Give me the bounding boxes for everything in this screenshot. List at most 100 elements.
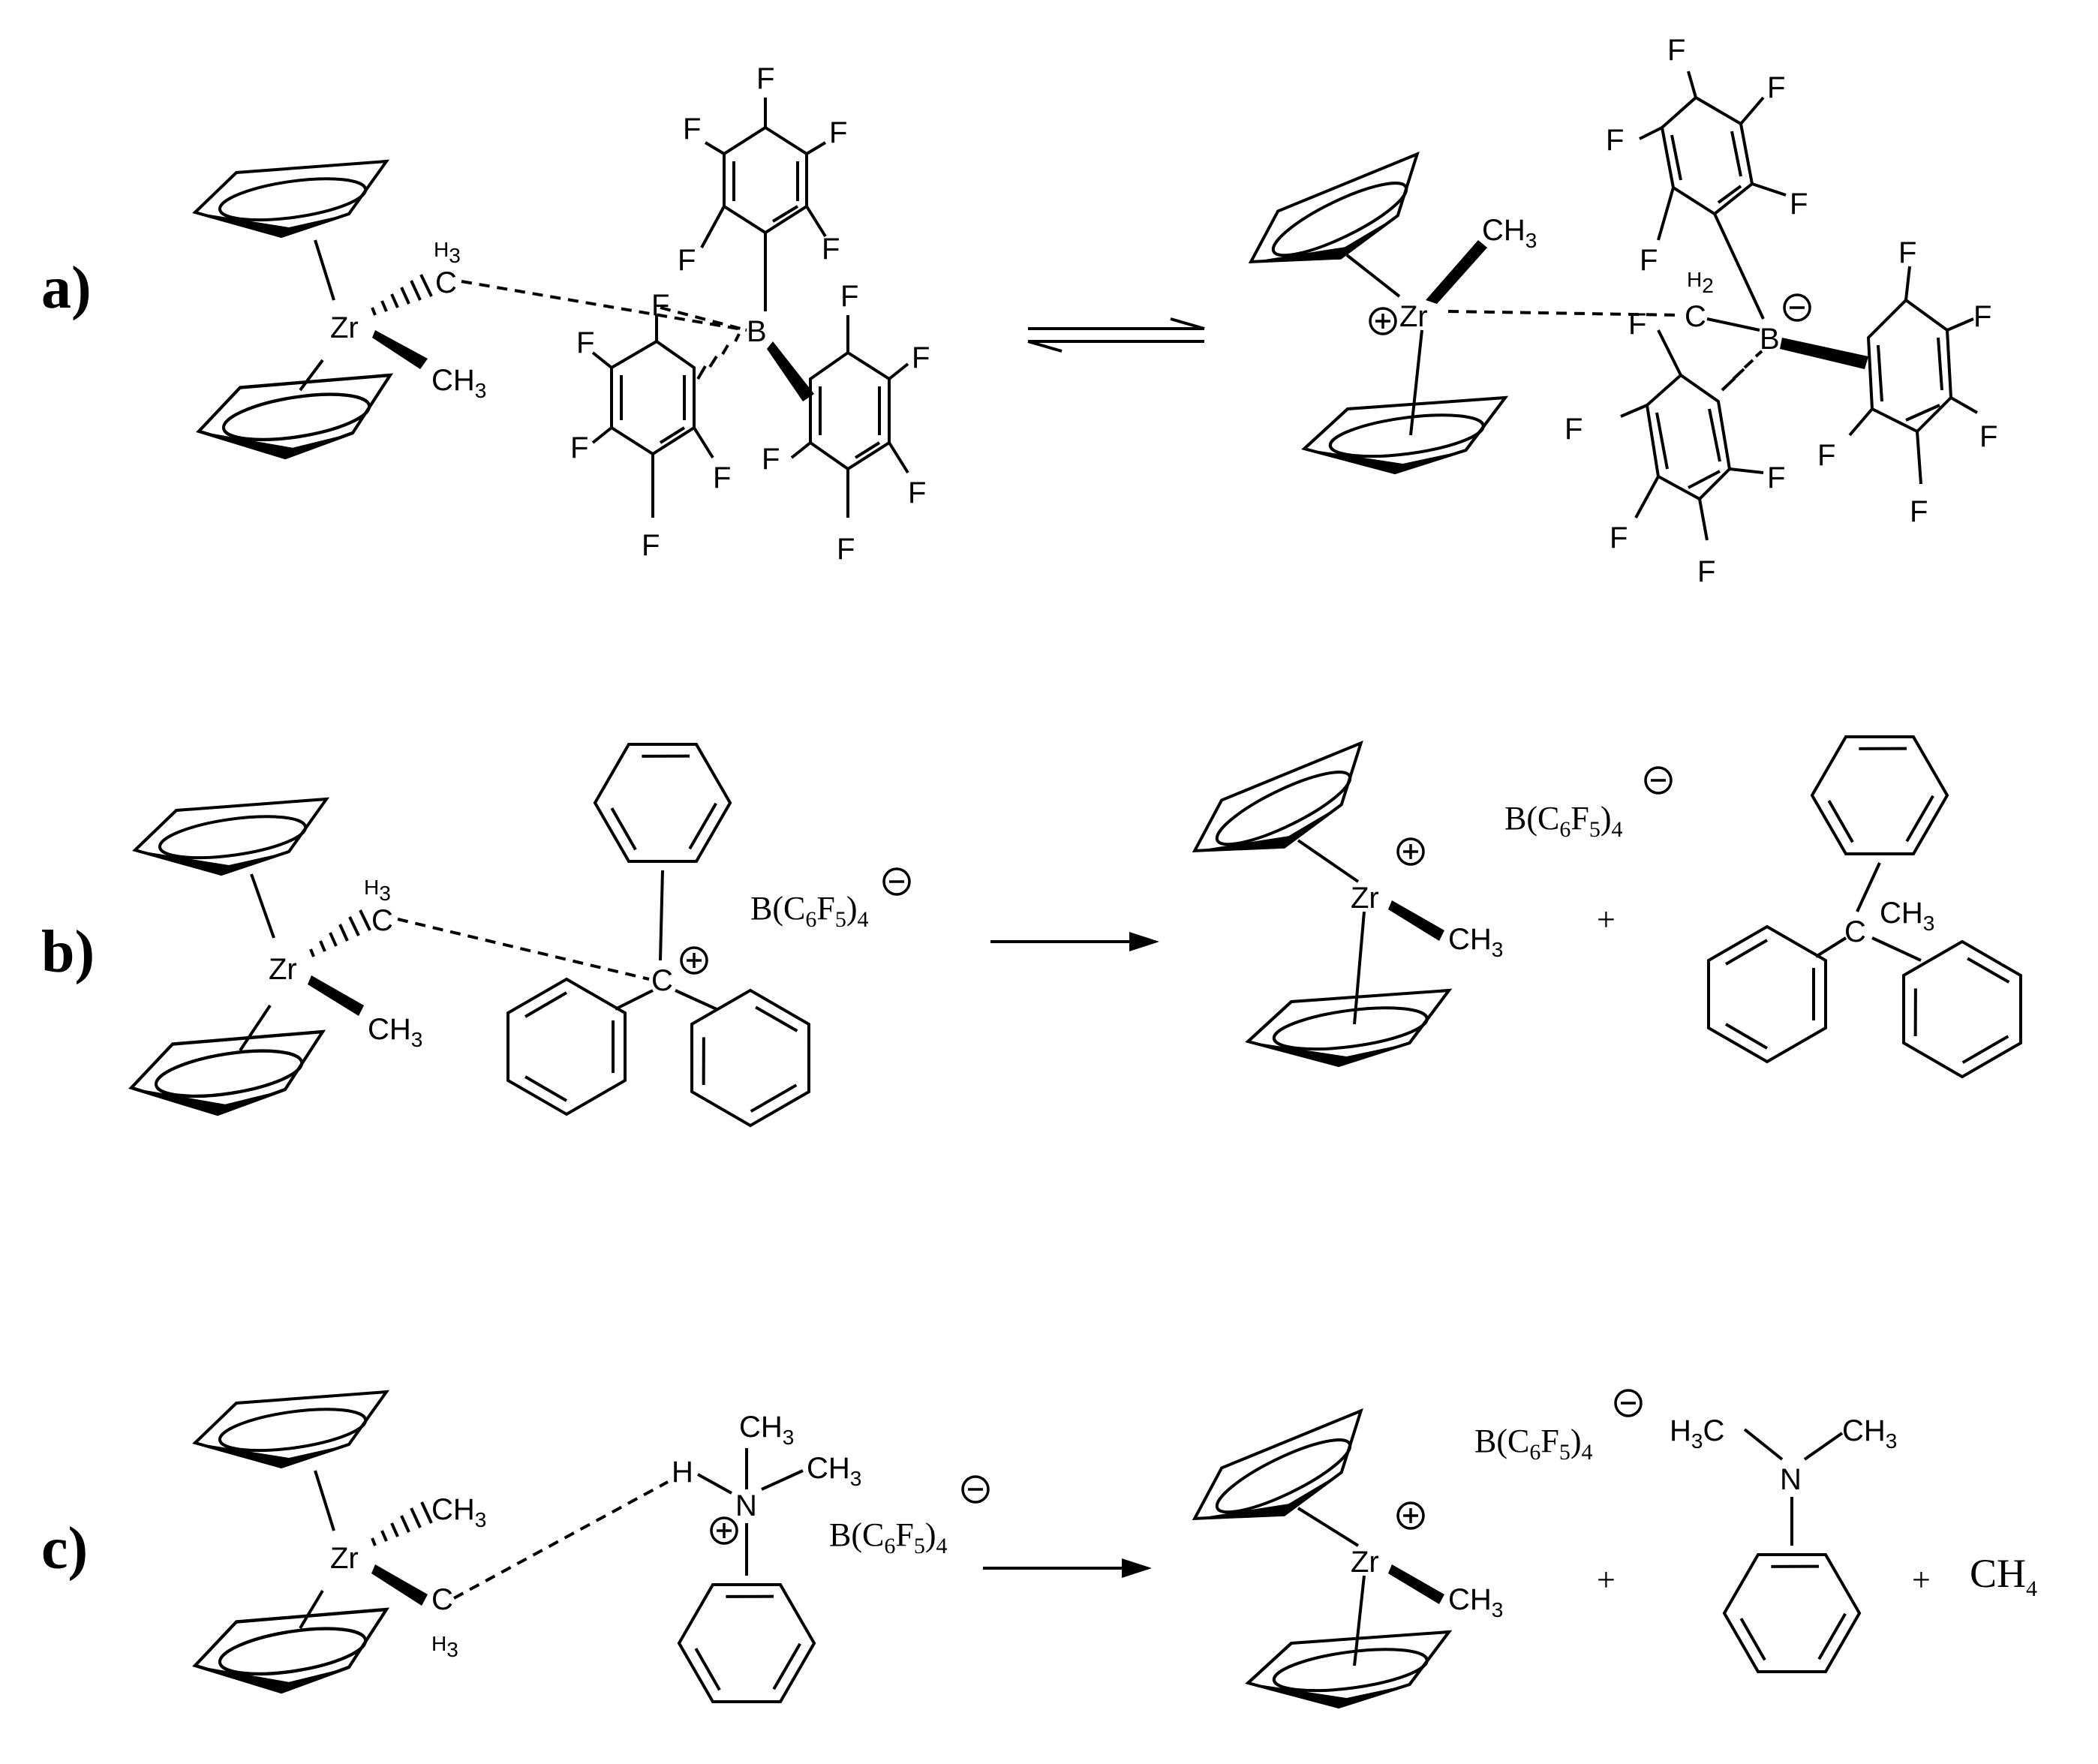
pentafluorophenyl-ring [1848, 266, 1978, 485]
phenyl-ring [1706, 1524, 1878, 1702]
anion-formula: B(C6F5)4 [750, 890, 869, 932]
atom-b: B [747, 315, 767, 348]
pentafluorophenyl-ring [591, 315, 714, 518]
atom-f: F [1790, 188, 1808, 221]
atom-f: F [1628, 308, 1646, 341]
cp-ring-icon [194, 1390, 388, 1468]
cation-charge-icon [1369, 307, 1397, 335]
cp-ring-icon [194, 160, 388, 238]
atom-f: F [1973, 300, 1991, 333]
group-ch3: CH3 [1842, 1414, 1897, 1453]
atom-f: F [1767, 461, 1785, 494]
anion-charge-icon [882, 867, 911, 896]
cation-charge-icon [1396, 837, 1425, 866]
atom-f: F [642, 529, 660, 562]
atom-f: F [1606, 124, 1624, 157]
atom-f: F [840, 280, 858, 313]
group-ch3: CH3 [1482, 214, 1537, 252]
hashed-wedge [371, 274, 433, 316]
cp-ring-icon [1177, 1409, 1386, 1543]
panel-label-c: c) [41, 1516, 88, 1582]
cp-ring-icon [134, 798, 328, 876]
cation-charge-icon [710, 1516, 738, 1545]
atom-zr: Zr [330, 311, 359, 344]
atom-f: F [1610, 521, 1628, 554]
anion-charge-icon [961, 1475, 990, 1504]
group-h3: H3 [431, 1632, 458, 1661]
atom-f: F [576, 326, 594, 359]
atom-f: F [829, 116, 847, 149]
cp-ring-icon [199, 375, 390, 458]
anion-charge-icon [1614, 1389, 1643, 1417]
plus-sign: + [1597, 1561, 1616, 1598]
atom-f: F [762, 443, 780, 476]
group-ch3: CH3 [739, 1411, 794, 1449]
cation-charge-icon [680, 946, 708, 975]
atom-f: F [683, 113, 701, 146]
atom-n: N [735, 1489, 757, 1522]
atom-f: F [908, 476, 926, 509]
atom-c: C [1685, 300, 1706, 333]
atom-f: F [1667, 34, 1685, 67]
phenyl-ring [576, 714, 749, 892]
group-h3c: H3C [1670, 1414, 1724, 1453]
group-ch3: CH3 [807, 1452, 861, 1490]
plus-sign: + [1597, 901, 1616, 938]
methane-formula: CH4 [1970, 1551, 2037, 1601]
cp-ring-icon [1177, 741, 1386, 876]
atom-f: F [1898, 236, 1916, 269]
panel-label-b: b) [41, 919, 95, 985]
atom-f: F [713, 461, 731, 494]
atom-f: F [837, 533, 855, 566]
atom-f: F [1767, 71, 1785, 104]
atom-f: F [1817, 439, 1835, 472]
atom-zr: Zr [269, 953, 297, 986]
pentafluorophenyl-ring [790, 315, 909, 518]
cp-ring-icon [1248, 1632, 1449, 1707]
atom-f: F [1640, 244, 1658, 277]
cp-ring-icon [1304, 398, 1505, 473]
phenyl-ring [661, 972, 840, 1144]
atom-f: F [912, 341, 930, 374]
cation-charge-icon [1396, 1501, 1425, 1530]
atom-f: F [570, 431, 588, 464]
cp-ring-icon [1234, 152, 1442, 287]
reaction-arrow [990, 932, 1159, 951]
pentafluorophenyl-ring [1639, 71, 1787, 320]
equilibrium-arrow [1027, 317, 1205, 353]
plus-sign: + [1912, 1561, 1931, 1598]
dashed-interaction [461, 280, 747, 332]
group-ch3: CH3 [1448, 923, 1503, 961]
phenyl-ring [660, 1554, 833, 1732]
group-ch3: CH3 [368, 1013, 422, 1051]
group-ch3: CH3 [1880, 897, 1934, 935]
group-h3: H3 [434, 238, 461, 267]
group-ch3: CH3 [431, 364, 486, 402]
atom-zr: Zr [1351, 882, 1379, 915]
cp-ring-icon [195, 1609, 386, 1692]
phenyl-ring [1793, 706, 1966, 885]
pentafluorophenyl-ring [1620, 329, 1764, 541]
reaction-arrow [983, 1558, 1152, 1578]
anion-formula: B(C6F5)4 [829, 1516, 948, 1558]
pentafluorophenyl-ring [700, 98, 827, 311]
group-ch3: CH3 [1448, 1583, 1503, 1621]
atom-f: F [756, 62, 774, 95]
atom-c: C [435, 266, 457, 299]
phenyl-ring [506, 978, 627, 1116]
atom-zr: Zr [1351, 1546, 1379, 1579]
panel-label-a: a) [41, 255, 92, 321]
atom-zr: Zr [1399, 300, 1428, 333]
atom-n: N [1780, 1463, 1802, 1496]
group-h3: H3 [364, 876, 391, 905]
atom-f: F [822, 233, 840, 266]
anion-formula: B(C6F5)4 [1504, 800, 1623, 842]
atom-f: F [1697, 555, 1715, 588]
atom-f: F [1910, 495, 1928, 528]
group-h2: H2 [1687, 268, 1714, 297]
atom-f: F [651, 289, 669, 322]
group-ch3: CH3 [431, 1493, 486, 1531]
atom-f: F [678, 244, 696, 277]
atom-b: B [1760, 323, 1780, 356]
